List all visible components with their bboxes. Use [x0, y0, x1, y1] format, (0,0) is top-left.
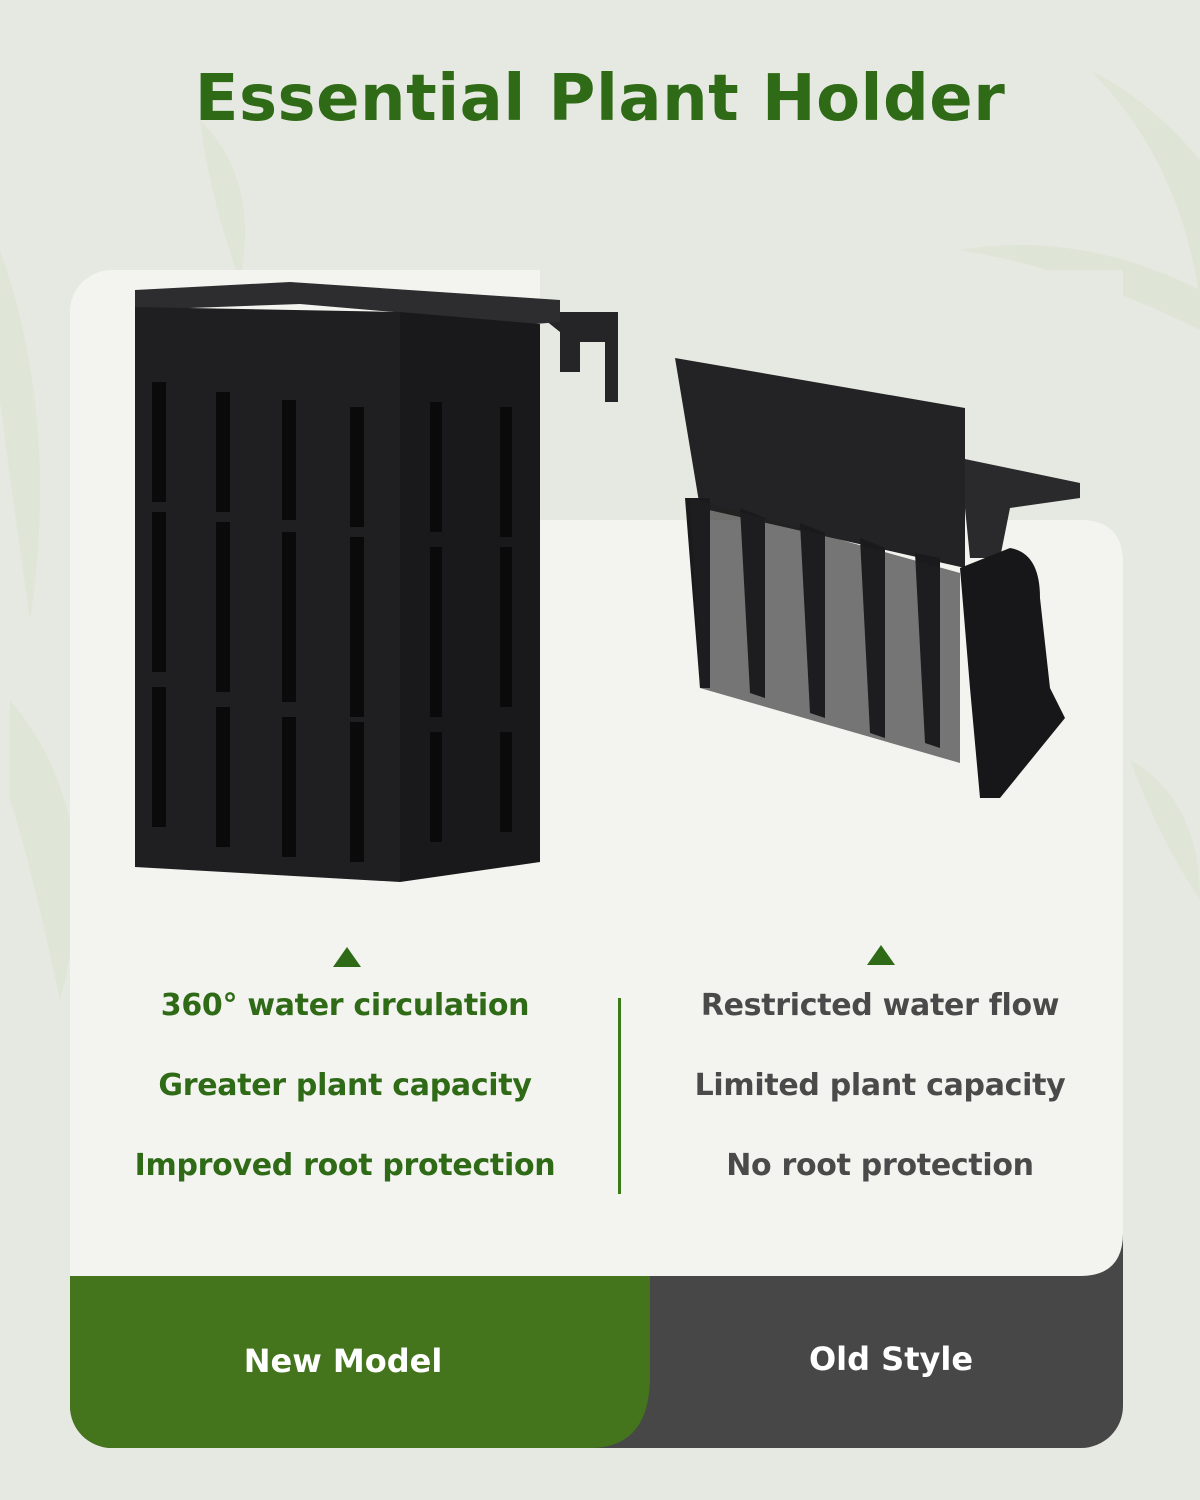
old-feature-item: No root protection — [726, 1148, 1034, 1183]
new-model-holder-image — [135, 282, 618, 882]
old-feature-item: Limited plant capacity — [694, 1068, 1066, 1103]
new-feature-item: 360° water circulation — [160, 988, 530, 1023]
old-style-holder-image — [675, 358, 1080, 798]
old-style-label: Old Style — [808, 1340, 974, 1378]
new-feature-item: Improved root protection — [134, 1148, 556, 1183]
new-model-label: New Model — [243, 1342, 443, 1380]
page-title: Essential Plant Holder — [194, 62, 1006, 136]
new-model-pointer-icon — [333, 947, 361, 967]
old-style-pointer-icon — [867, 945, 895, 965]
new-feature-item: Greater plant capacity — [158, 1068, 532, 1103]
old-feature-item: Restricted water flow — [700, 988, 1060, 1023]
column-divider — [618, 998, 621, 1194]
